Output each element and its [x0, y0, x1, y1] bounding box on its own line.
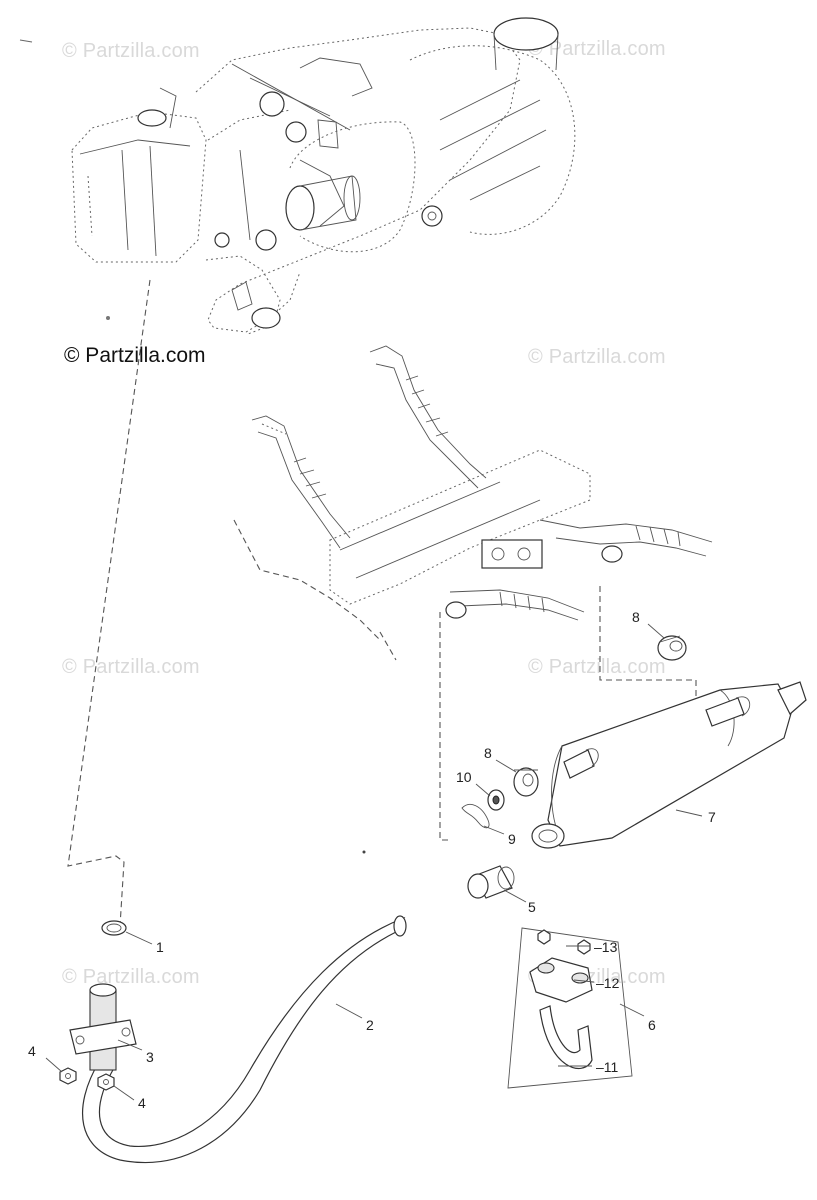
watermark-top-left: © Partzilla.com — [62, 40, 200, 62]
watermark-top-right: © Partzilla.com — [528, 38, 666, 60]
callout-8-lower: 8 — [484, 745, 492, 761]
callout-7: 7 — [708, 809, 716, 825]
washer-10 — [487, 789, 505, 811]
exhaust-pipe — [69, 915, 407, 1164]
callout-4-left: 4 — [28, 1043, 36, 1059]
callout-2: 2 — [366, 1017, 374, 1033]
watermark-bottom-left: © Partzilla.com — [62, 966, 200, 988]
stray-mark — [19, 39, 33, 43]
grommet-8-lower — [513, 767, 539, 797]
callout-12: –12 — [596, 975, 620, 991]
guide-line-engine-to-pipe — [67, 279, 151, 927]
copyright-watermark: © Partzilla.com — [64, 344, 206, 367]
engine-assembly — [71, 17, 576, 335]
stray-dot — [362, 850, 366, 854]
callout-6: 6 — [648, 1017, 656, 1033]
callout-8-upper: 8 — [632, 609, 640, 625]
callout-9: 9 — [508, 831, 516, 847]
callout-3: 3 — [146, 1049, 154, 1065]
gasket-1 — [101, 920, 127, 936]
leader-lines — [45, 623, 703, 1101]
kit-6-box — [507, 927, 633, 1089]
stray-dot — [106, 316, 110, 320]
callout-11: –11 — [596, 1059, 619, 1075]
clip-9 — [461, 804, 490, 829]
grommet-8-upper — [657, 635, 687, 661]
callout-13: –13 — [594, 939, 618, 955]
callouts: 1 2 3 4 4 5 6 7 8 8 9 10 –11 –12 –13 — [28, 609, 716, 1111]
watermark-mid-right: © Partzilla.com — [528, 346, 666, 368]
callout-10: 10 — [456, 769, 472, 785]
callout-1: 1 — [156, 939, 164, 955]
muffler — [531, 681, 807, 849]
watermark-center-right: © Partzilla.com — [528, 656, 666, 678]
sleeve-5 — [467, 865, 515, 899]
nut-4-right — [97, 1073, 115, 1091]
frame-assembly — [233, 345, 713, 841]
callout-5: 5 — [528, 899, 536, 915]
callout-4-right: 4 — [138, 1095, 146, 1111]
nut-4-left — [59, 1067, 77, 1085]
